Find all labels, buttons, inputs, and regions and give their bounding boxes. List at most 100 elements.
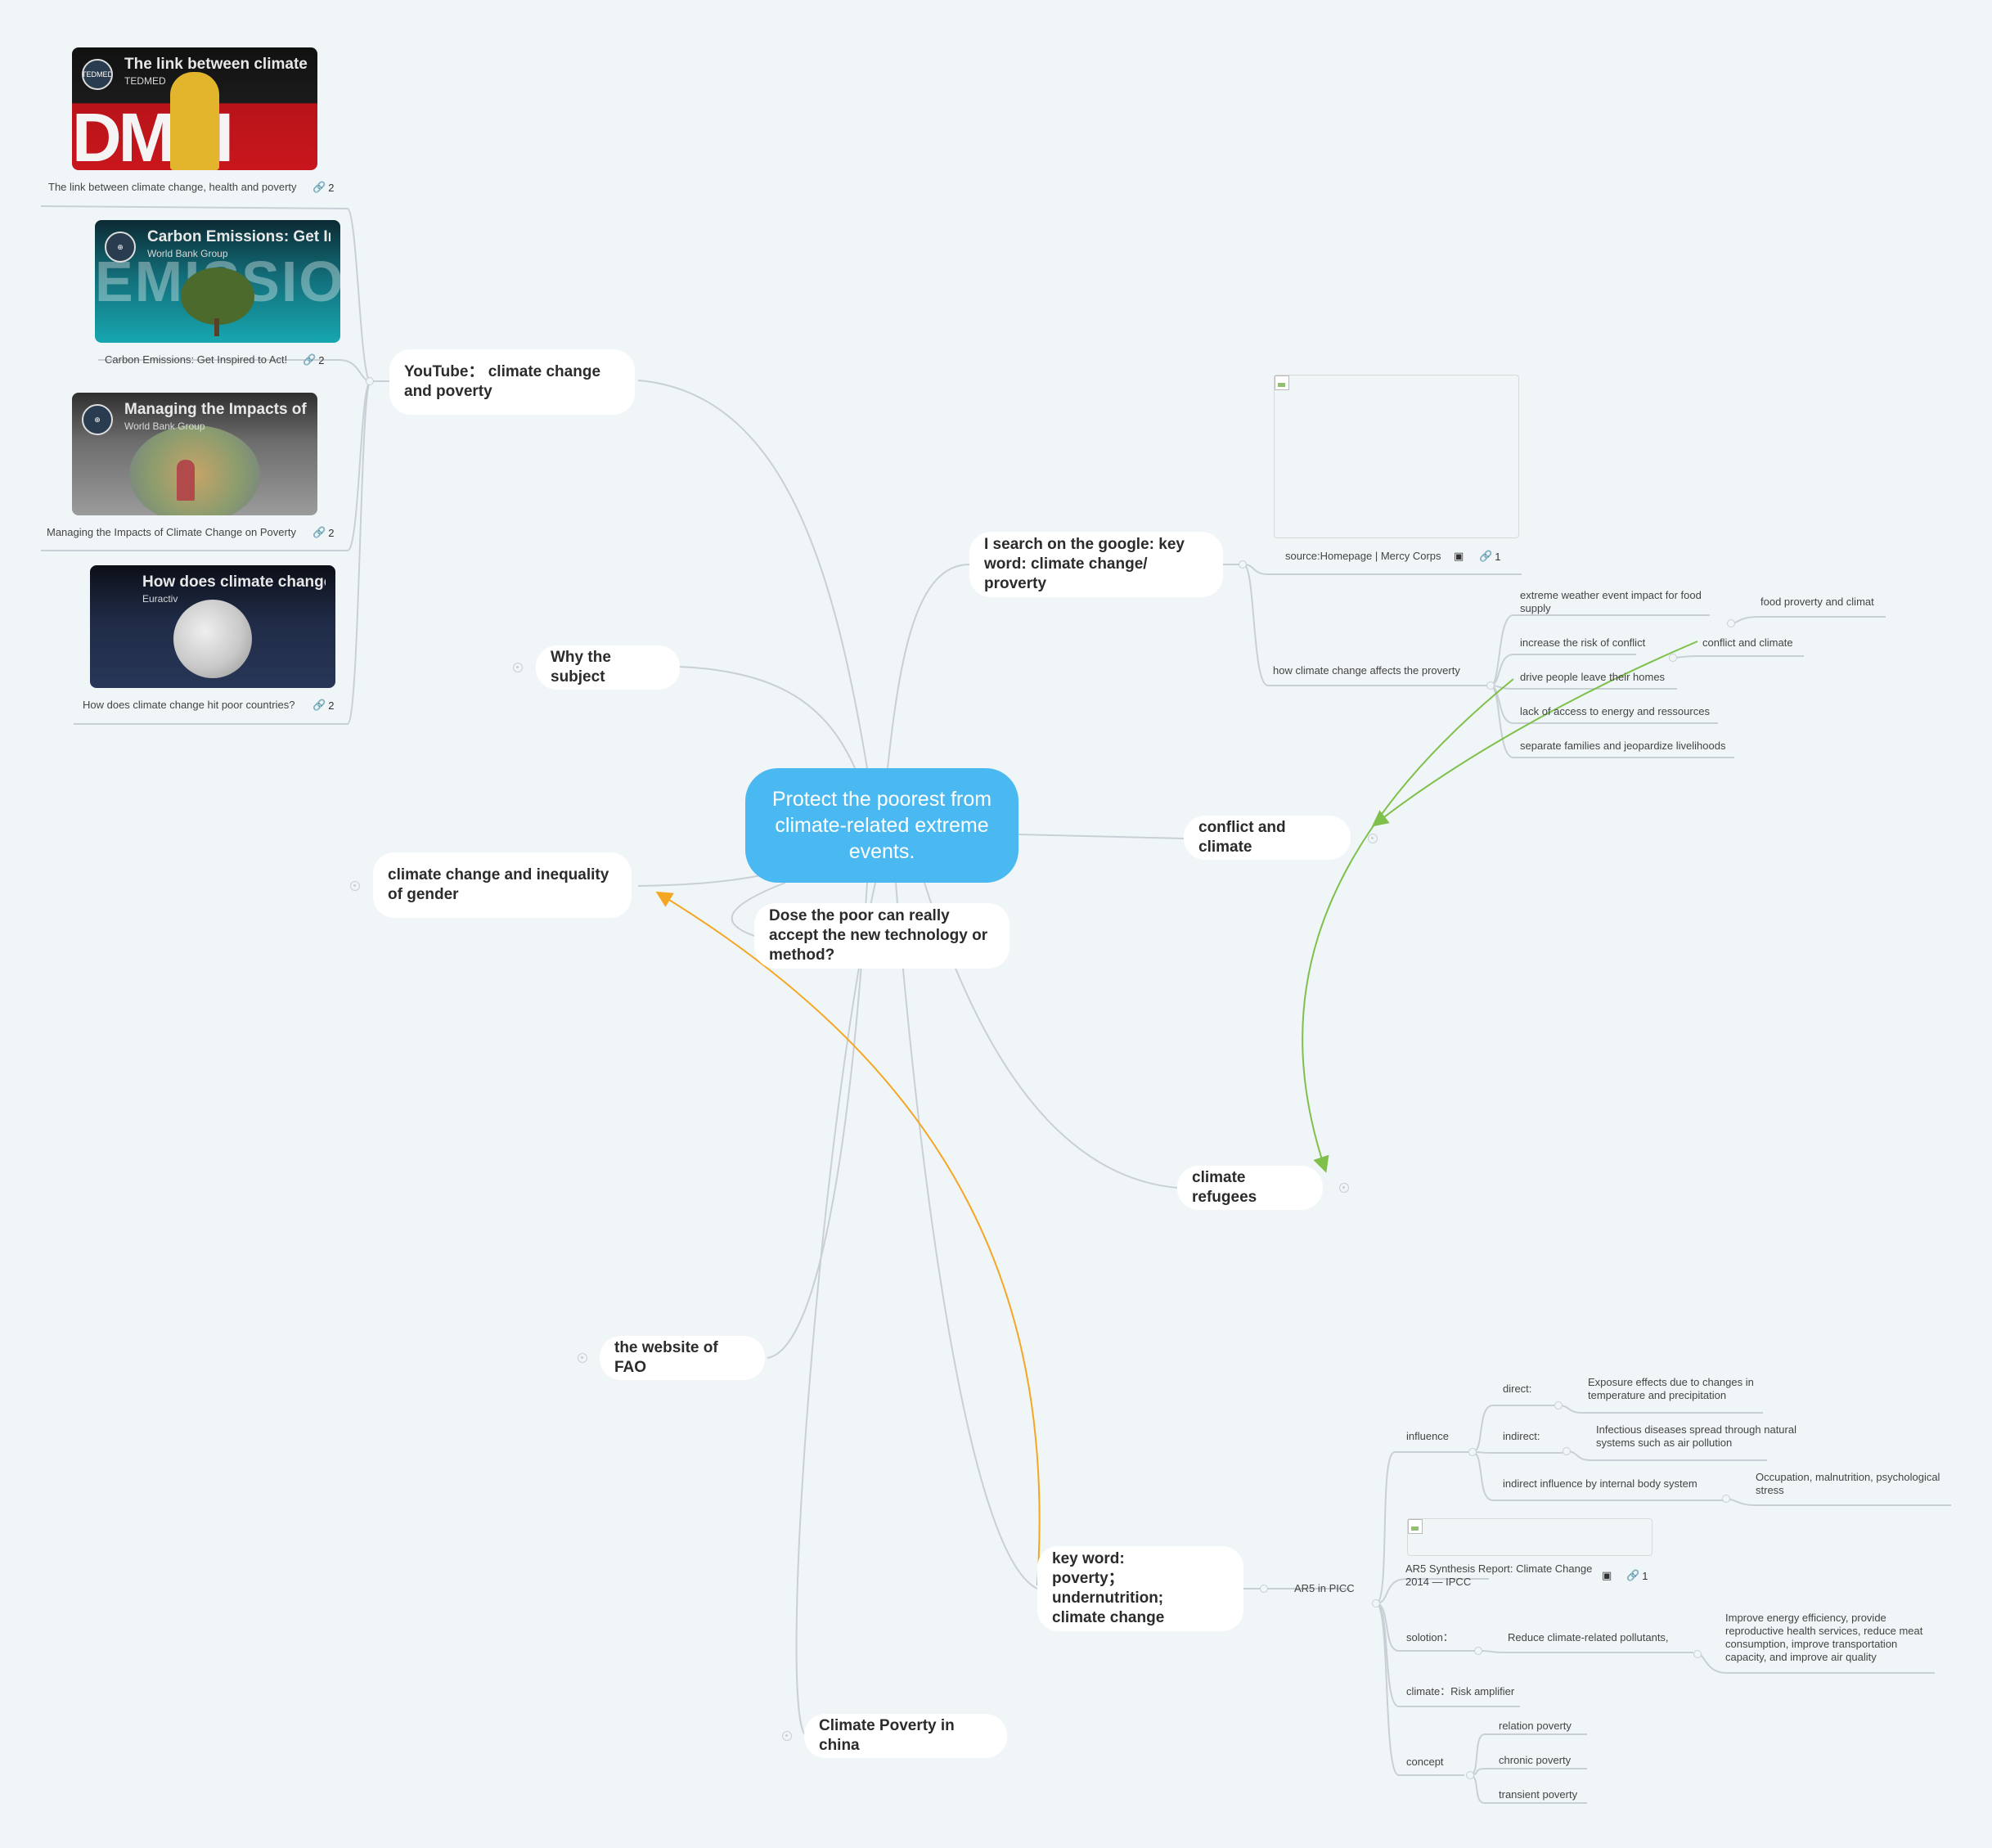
reduce-pollutants-item[interactable]: Reduce climate-related pollutants, — [1508, 1631, 1669, 1644]
world-bank-logo-icon: ⊕ — [105, 232, 136, 263]
image-badge[interactable]: ▣ — [1454, 550, 1464, 563]
collapse-toggle-fao[interactable] — [578, 1353, 587, 1363]
video-caption[interactable]: The link between climate change, health … — [48, 181, 297, 194]
link-icon: 🔗 — [313, 181, 326, 194]
topic-climate-poverty-china[interactable]: Climate Poverty in china — [804, 1714, 1007, 1758]
collapse-toggle-conflict[interactable] — [1368, 834, 1378, 843]
effect-item[interactable]: extreme weather event impact for food su… — [1520, 589, 1724, 615]
junction-indirect[interactable] — [1563, 1447, 1571, 1455]
ar5-picc[interactable]: AR5 in PICC — [1294, 1582, 1355, 1595]
video-thumbnail-managing[interactable]: ⊕ Managing the Impacts of Cl World Bank … — [72, 393, 317, 515]
effect-item[interactable]: lack of access to energy and ressources — [1520, 705, 1710, 718]
indirect-description[interactable]: Infectious diseases spread through natur… — [1596, 1423, 1809, 1450]
junction-how[interactable] — [1486, 681, 1495, 690]
influence-item[interactable]: influence — [1406, 1430, 1449, 1443]
internal-description[interactable]: Occupation, malnutrition, psychological … — [1756, 1471, 1952, 1497]
collapse-toggle-why[interactable] — [513, 663, 523, 672]
effect-item[interactable]: drive people leave their homes — [1520, 671, 1665, 684]
central-topic[interactable]: Protect the poorest from climate-related… — [745, 768, 1018, 883]
tree-trunk — [214, 318, 219, 336]
direct-item[interactable]: direct: — [1503, 1383, 1531, 1396]
video-thumbnail-carbon[interactable]: EMISSIONS ⊕ Carbon Emissions: Get Insp W… — [95, 220, 340, 343]
topic-why-subject[interactable]: Why the subject — [536, 645, 680, 690]
ar5-report-caption[interactable]: AR5 Synthesis Report: Climate Change 201… — [1405, 1562, 1594, 1589]
topic-conflict-climate[interactable]: conflict and climate — [1184, 816, 1351, 860]
collapse-toggle-gender[interactable] — [350, 881, 360, 891]
topic-fao-website[interactable]: the website of FAO — [600, 1336, 765, 1380]
video-title: Managing the Impacts of Cl — [124, 401, 308, 419]
tedmed-logo-icon: TEDMED — [82, 59, 113, 90]
concept-transient-poverty[interactable]: transient poverty — [1499, 1788, 1577, 1801]
branch-keyword — [896, 883, 1037, 1589]
image-icon: ▣ — [1602, 1569, 1612, 1582]
risk-amplifier-item[interactable]: climate：Risk amplifier — [1406, 1685, 1514, 1698]
concept-chronic-poverty[interactable]: chronic poverty — [1499, 1754, 1571, 1767]
video-caption[interactable]: How does climate change hit poor countri… — [83, 699, 295, 712]
solution-item[interactable]: solotion： — [1406, 1631, 1454, 1644]
link-count-badge[interactable]: 🔗2 — [313, 526, 334, 539]
junction-influence[interactable] — [1468, 1448, 1477, 1456]
food-poverty-item[interactable]: food proverty and climat — [1760, 596, 1874, 609]
video-channel: TEDMED — [124, 75, 166, 87]
video-channel: World Bank Group — [147, 248, 228, 259]
video-thumbnail-euractiv[interactable]: How does climate change h Euractiv — [90, 565, 335, 688]
junction-youtube[interactable] — [366, 377, 374, 385]
topic-accept-technology[interactable]: Dose the poor can really accept the new … — [754, 903, 1009, 969]
mercy-corps-image[interactable] — [1274, 375, 1519, 538]
image-badge[interactable]: ▣ — [1602, 1569, 1612, 1582]
conflict-climate-item[interactable]: conflict and climate — [1702, 636, 1793, 650]
topic-gender-inequality[interactable]: climate change and inequality of gender — [373, 852, 632, 918]
video-caption[interactable]: Carbon Emissions: Get Inspired to Act! — [105, 353, 287, 366]
concept-relation-poverty[interactable]: relation poverty — [1499, 1720, 1572, 1733]
link-icon: 🔗 — [313, 526, 326, 539]
branch-google — [888, 564, 969, 768]
video-title: The link between climate ch — [124, 56, 308, 74]
link-count-badge[interactable]: 🔗2 — [313, 699, 334, 712]
indirect-item[interactable]: indirect: — [1503, 1430, 1540, 1443]
ar5-report-image[interactable] — [1407, 1518, 1653, 1556]
junction-solution[interactable] — [1474, 1647, 1482, 1655]
direct-description[interactable]: Exposure effects due to changes in tempe… — [1588, 1376, 1776, 1402]
junction-direct[interactable] — [1554, 1401, 1563, 1410]
junction-ar5[interactable] — [1372, 1599, 1380, 1607]
speaker-figure — [170, 72, 219, 170]
branch-china — [797, 883, 875, 1736]
relation-green-2 — [1302, 679, 1513, 1170]
junction-reduce[interactable] — [1693, 1650, 1702, 1658]
junction-google[interactable] — [1239, 560, 1247, 569]
collapse-toggle-china[interactable] — [782, 1731, 792, 1741]
improve-description[interactable]: Improve energy efficiency, provide repro… — [1725, 1612, 1934, 1664]
link-icon: 🔗 — [1626, 1569, 1639, 1582]
internal-influence-item[interactable]: indirect influence by internal body syst… — [1503, 1477, 1697, 1491]
topic-climate-refugees[interactable]: climate refugees — [1177, 1166, 1323, 1210]
video-caption[interactable]: Managing the Impacts of Climate Change o… — [47, 526, 296, 539]
source-caption[interactable]: source:Homepage | Mercy Corps — [1285, 550, 1441, 563]
branch-youtube — [638, 380, 867, 768]
junction-keyword[interactable] — [1260, 1585, 1268, 1593]
topic-youtube[interactable]: YouTube： climate change and poverty — [389, 349, 635, 415]
effect-item[interactable]: increase the risk of conflict — [1520, 636, 1645, 650]
branch-conflict — [1018, 834, 1185, 839]
concept-item[interactable]: concept — [1406, 1756, 1444, 1769]
how-climate-affects[interactable]: how climate change affects the proverty — [1273, 664, 1460, 677]
girl-figure — [177, 460, 195, 501]
link-icon: 🔗 — [1479, 550, 1492, 563]
video-channel: Euractiv — [142, 593, 178, 605]
topic-google-search[interactable]: I search on the google: key word: climat… — [969, 532, 1223, 597]
topic-keyword-poverty[interactable]: key word: poverty；undernutrition; climat… — [1037, 1546, 1243, 1631]
link-count-badge[interactable]: 🔗2 — [303, 353, 324, 366]
junction-internal[interactable] — [1722, 1495, 1730, 1503]
relation-orange — [659, 893, 1040, 1585]
link-icon: 🔗 — [313, 699, 326, 712]
junction-concept[interactable] — [1466, 1771, 1474, 1779]
video-thumbnail-tedmed[interactable]: DMEI TEDMED The link between climate ch … — [72, 47, 317, 170]
junction-food[interactable] — [1727, 619, 1735, 627]
broken-image-icon — [1408, 1519, 1423, 1534]
effect-item[interactable]: separate families and jeopardize livelih… — [1520, 740, 1725, 753]
collapse-toggle-refugees[interactable] — [1339, 1183, 1349, 1193]
link-count-badge[interactable]: 🔗2 — [313, 181, 334, 194]
link-count-badge[interactable]: 🔗1 — [1479, 550, 1500, 563]
link-count-badge[interactable]: 🔗1 — [1626, 1569, 1648, 1582]
video-title: Carbon Emissions: Get Insp — [147, 228, 331, 246]
junction-conflict-sub[interactable] — [1669, 654, 1677, 662]
